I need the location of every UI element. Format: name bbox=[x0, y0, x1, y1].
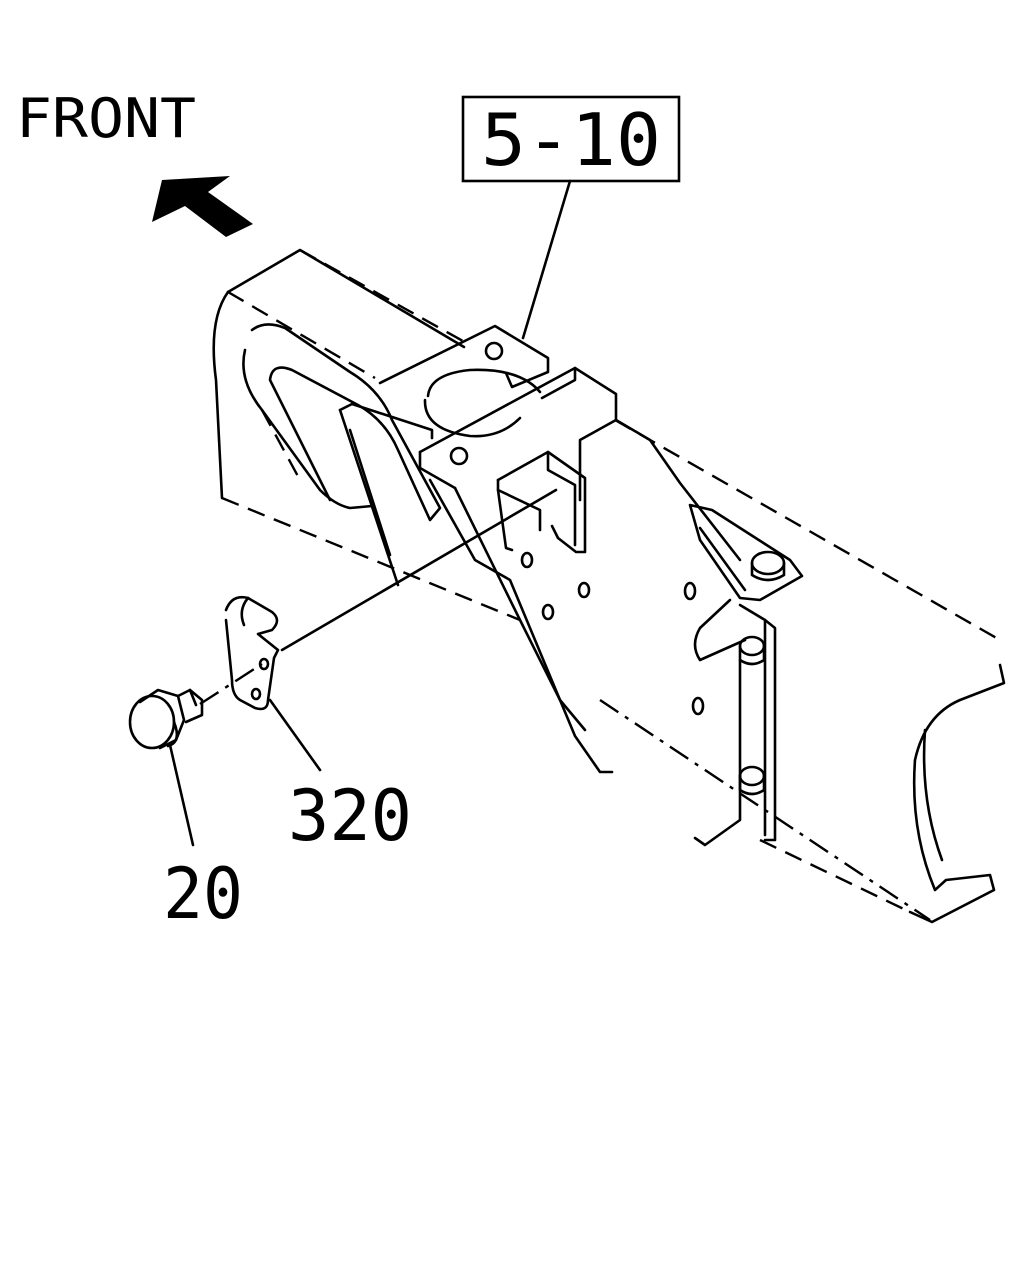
callout-label-20: 20 bbox=[163, 853, 243, 935]
arrow-up-left-icon bbox=[152, 176, 253, 237]
front-label: FRONT bbox=[16, 87, 196, 150]
reference-box: 5-10 bbox=[461, 95, 681, 183]
reference-leader-line bbox=[521, 179, 572, 340]
callout-leader-20 bbox=[168, 743, 195, 847]
callout-leader-320 bbox=[268, 698, 322, 772]
bracket-axis-line bbox=[280, 488, 558, 652]
hook-bracket-part bbox=[224, 595, 280, 711]
flange-bolt-part bbox=[128, 688, 204, 750]
callout-label-320: 320 bbox=[288, 775, 412, 857]
reference-box-label: 5-10 bbox=[481, 98, 661, 182]
frame-assembly bbox=[212, 248, 1006, 924]
bolt-axis-line bbox=[199, 662, 263, 706]
